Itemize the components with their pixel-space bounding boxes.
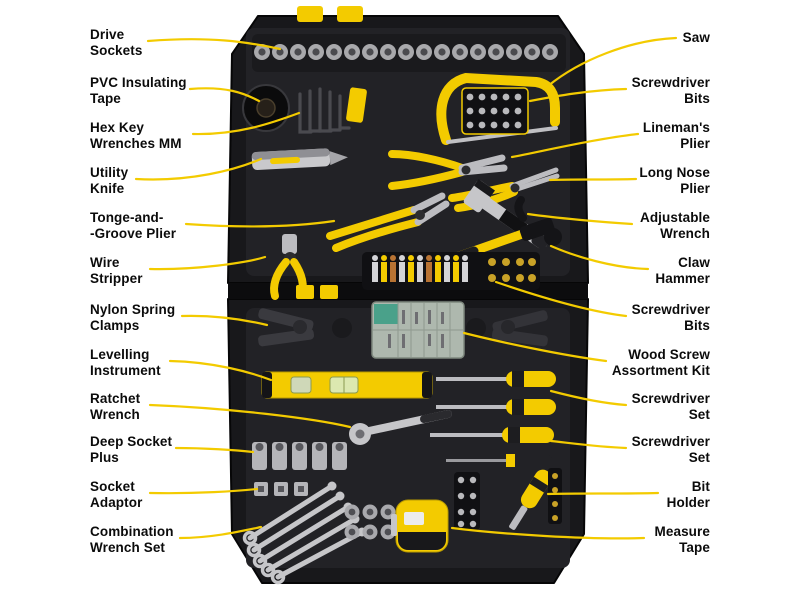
label-pvc-insulating-tape: PVC Insulating Tape [90, 75, 187, 107]
leader-lines [134, 36, 678, 540]
bit-holder-photo [454, 468, 562, 530]
label-claw-hammer: Claw Hammer [655, 255, 710, 287]
label-screwdriver-bits-2: Screwdriver Bits [631, 302, 710, 334]
label-combination-wrench-set: Combination Wrench Set [90, 524, 174, 556]
measure-tape-photo [391, 499, 449, 553]
screwdriver-set-2-photo [430, 427, 554, 467]
label-long-nose-plier: Long Nose Plier [639, 165, 710, 197]
spring-clamps-photo [258, 308, 548, 347]
lineman-plier-photo [388, 150, 508, 190]
leader-adjustable-wrench [526, 212, 634, 226]
leader-lineman [510, 132, 640, 159]
label-nylon-spring-clamps: Nylon Spring Clamps [90, 302, 176, 334]
label-saw: Saw [682, 30, 710, 45]
label-measure-tape: Measure Tape [654, 524, 710, 556]
leader-clamps [180, 314, 269, 327]
leader-bits-top [528, 87, 628, 103]
label-socket-adaptor: Socket Adaptor [90, 479, 143, 511]
wire-stripper-photo [270, 234, 307, 300]
screwdriver-bits-top-photo [461, 87, 529, 135]
socket-set-photo [344, 504, 396, 540]
label-utility-knife: Utility Knife [90, 165, 129, 197]
leader-bits-mid [494, 280, 628, 318]
label-adjustable-wrench: Adjustable Wrench [639, 210, 710, 242]
leader-measure-tape [450, 526, 646, 540]
hex-key-holder [346, 87, 367, 123]
socket-adaptors-photo [254, 482, 308, 496]
label-tongue-groove-plier: Tonge-and- -Groove Plier [90, 210, 177, 242]
leader-wire-stripper [148, 255, 267, 271]
label-bit-holder: Bit Holder [666, 479, 710, 511]
label-levelling-instrument: Levelling Instrument [90, 347, 161, 379]
leader-adaptors [148, 487, 259, 495]
deep-sockets-photo [252, 442, 347, 470]
tongue-groove-plier-photo [326, 192, 450, 252]
label-deep-socket-plus: Deep Socket Plus [90, 434, 173, 466]
leader-level [168, 359, 273, 382]
leader-tongue-groove [184, 219, 336, 228]
leader-long-nose [548, 177, 638, 182]
leader-sd-set-2 [549, 439, 628, 450]
label-screwdriver-set-2: Screwdriver Set [631, 434, 710, 466]
leader-hex-keys [191, 111, 301, 136]
label-linemans-plier: Lineman's Plier [642, 120, 710, 152]
case-latch-left [297, 6, 323, 22]
leader-wood-screws [462, 331, 608, 363]
label-drive-sockets: Drive Sockets [90, 27, 143, 59]
label-wood-screw-kit: Wood Screw Assortment Kit [611, 347, 710, 379]
label-screwdriver-bits-1: Screwdriver Bits [631, 75, 710, 107]
screwdriver-bits-mid-photo [362, 252, 540, 290]
leader-saw [546, 36, 678, 88]
label-ratchet-wrench: Ratchet Wrench [90, 391, 141, 423]
leader-sd-set-1 [549, 389, 628, 407]
label-wire-stripper: Wire Stripper [90, 255, 143, 287]
label-hex-key-wrenches: Hex Key Wrenches MM [90, 120, 182, 152]
saw-photo [436, 72, 560, 145]
combination-wrenches-photo [242, 481, 367, 585]
leader-pvc-tape [188, 87, 261, 103]
case-hinge-clip-2 [320, 285, 338, 299]
case-latch-right [337, 6, 363, 22]
leader-bit-holder [546, 491, 660, 496]
label-screwdriver-set-1: Screwdriver Set [631, 391, 710, 423]
leader-ratchet [148, 403, 352, 429]
leader-deep-sockets [174, 446, 255, 454]
level-photo [261, 371, 433, 399]
leader-comb-wrenches [178, 525, 263, 540]
leader-drive-sockets [146, 38, 282, 51]
leader-utility-knife [134, 157, 263, 181]
utility-knife-photo [251, 148, 348, 170]
ratchet-wrench-photo [349, 410, 452, 445]
leader-hammer [549, 244, 650, 271]
hex-keys-photo [298, 87, 351, 134]
wood-screw-kit-photo [371, 301, 465, 359]
screwdriver-set-1-photo [436, 371, 556, 415]
drive-sockets-photo [254, 44, 558, 60]
